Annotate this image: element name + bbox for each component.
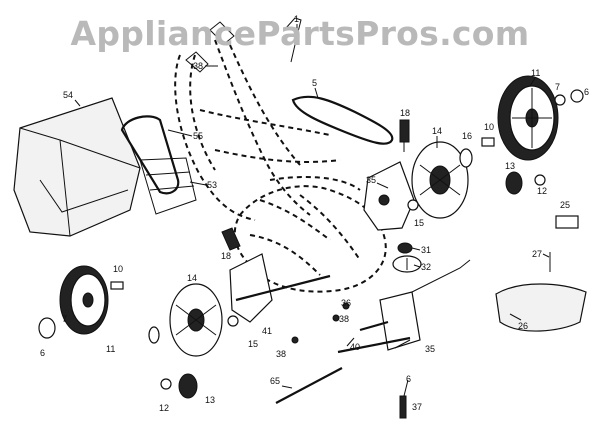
- callout-38c: 38: [339, 314, 349, 324]
- discharge-chute: [495, 283, 587, 332]
- hub-cap-right: [570, 89, 584, 103]
- callout-6l: 6: [40, 348, 45, 358]
- right-gear: [505, 171, 546, 195]
- callout-36: 36: [341, 298, 351, 308]
- callout-38a: 38: [193, 61, 203, 71]
- callout-37: 37: [412, 402, 422, 412]
- callout-13l: 13: [205, 395, 215, 405]
- callout-12r: 12: [537, 186, 547, 196]
- grass-bag: [13, 97, 141, 237]
- callout-16: 16: [462, 131, 472, 141]
- rear-right-wheel: [497, 75, 559, 161]
- bag-bottom-frame: [139, 157, 197, 215]
- callout-55: 55: [193, 131, 203, 141]
- callout-14r: 14: [432, 126, 442, 136]
- callout-31: 31: [421, 245, 431, 255]
- drive-belt: [291, 95, 394, 145]
- transmission-bracket-upper: [363, 161, 419, 231]
- callout-13r: 13: [505, 161, 515, 171]
- transmission-bracket-left: [229, 253, 331, 323]
- callout-53: 53: [207, 180, 217, 190]
- bag-frame: [120, 115, 180, 195]
- wheel-nut-right: [554, 94, 566, 106]
- front-left-wheel: [59, 265, 109, 335]
- callout-15a: 15: [414, 218, 424, 228]
- nut-38c: [332, 314, 340, 322]
- callout-54: 54: [63, 90, 73, 100]
- callout-11l: 11: [106, 344, 115, 354]
- callout-10r: 10: [484, 122, 494, 132]
- callout-7r: 7: [555, 82, 560, 92]
- mower-deck: [233, 176, 387, 293]
- callout-15b: 15: [248, 339, 258, 349]
- nut-38b: [291, 336, 299, 344]
- callout-32: 32: [421, 262, 431, 272]
- pin-10-right: [481, 137, 495, 147]
- label-25: [555, 215, 579, 229]
- callout-6r: 6: [584, 87, 589, 97]
- callout-14l: 14: [187, 273, 197, 283]
- callout-10l: 10: [113, 264, 123, 274]
- transmission: [337, 259, 471, 354]
- leader-lines: [74, 24, 550, 397]
- callout-65: 65: [270, 376, 280, 386]
- callout-12l: 12: [159, 403, 169, 413]
- callout-7l: 7: [62, 314, 67, 324]
- handle-assembly: [174, 17, 341, 221]
- washer-18-left: [148, 326, 160, 344]
- callout-1: 1: [294, 14, 299, 24]
- right-drive-cover: [411, 141, 469, 219]
- drive-shaft-65: [275, 367, 343, 404]
- washer-16: [459, 148, 473, 168]
- spark-plug-left: [221, 227, 241, 251]
- bolt-37: [399, 395, 407, 419]
- callout-41: 41: [262, 326, 272, 336]
- callout-11r: 11: [531, 68, 540, 78]
- callout-27: 27: [532, 249, 542, 259]
- callout-35b: 35: [425, 344, 435, 354]
- callout-40: 40: [350, 342, 360, 352]
- callout-25: 25: [560, 200, 570, 210]
- blade-adapter: [392, 242, 422, 273]
- hub-cap-left: [38, 317, 56, 339]
- callout-18l: 18: [221, 251, 231, 261]
- callout-26: 26: [518, 321, 528, 331]
- left-drive-cover: [169, 283, 223, 357]
- pin-10-left: [110, 281, 124, 290]
- callout-18t: 18: [400, 108, 410, 118]
- callout-38b: 38: [276, 349, 286, 359]
- callouts: 1 38 5 11 7 6 54 55 53 18 14 16 10 35 13…: [40, 14, 589, 413]
- spark-plug-top: [399, 119, 410, 152]
- callout-35a: 35: [366, 175, 376, 185]
- callout-5: 5: [312, 78, 317, 88]
- nut-36: [342, 302, 350, 310]
- washer-15-left: [227, 315, 239, 327]
- callout-6b: 6: [406, 374, 411, 384]
- left-gear: [160, 373, 198, 399]
